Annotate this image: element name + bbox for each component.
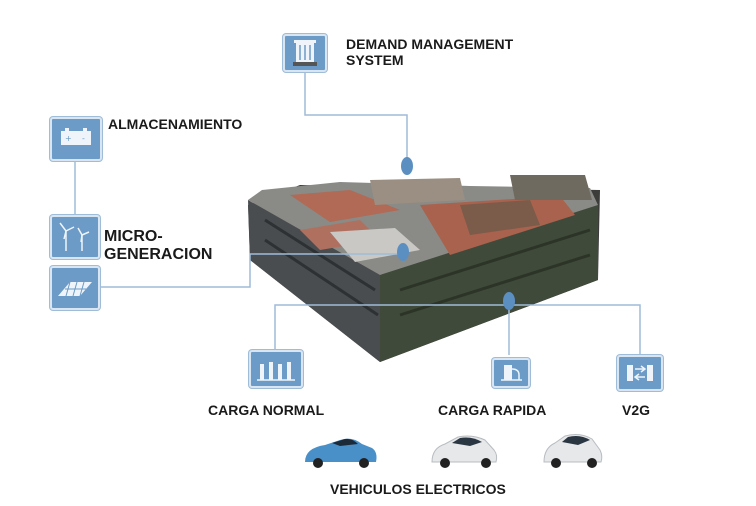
dms-label: DEMAND MANAGEMENT SYSTEM (346, 36, 513, 68)
building-illustration (248, 175, 600, 362)
node-microgen (397, 243, 409, 261)
storage-label: ALMACENAMIENTO (108, 116, 243, 132)
microgen-label: MICRO- GENERACION (104, 228, 212, 265)
normal-charge-label: CARGA NORMAL (208, 402, 325, 418)
connector-nodes (397, 157, 515, 310)
fast-charger-icon (492, 358, 530, 388)
electric-vehicles-label: VEHICULOS ELECTRICOS (330, 481, 506, 497)
electric-vehicles (305, 434, 603, 468)
car-icon (305, 438, 377, 468)
svg-text:-: - (82, 134, 85, 143)
car-icon (431, 435, 498, 468)
v2g-label: V2G (622, 402, 651, 418)
dms-label-line2: SYSTEM (346, 52, 404, 69)
wind-turbine-icon (50, 215, 100, 259)
solar-panel-icon (50, 266, 100, 310)
node-dms (401, 157, 413, 175)
building-icon (283, 34, 327, 72)
microgen-label-line1: MICRO- (104, 228, 163, 245)
fast-charge-label: CARGA RAPIDA (438, 402, 547, 418)
node-charging (503, 292, 515, 310)
dms-label-line1: DEMAND MANAGEMENT (346, 36, 514, 52)
car-icon (543, 434, 603, 468)
normal-charger-icon (249, 350, 303, 388)
v2g-icon (617, 355, 663, 391)
svg-text:+: + (65, 134, 72, 143)
microgen-label-line2: GENERACION (104, 246, 213, 264)
battery-icon: + - (50, 117, 102, 161)
